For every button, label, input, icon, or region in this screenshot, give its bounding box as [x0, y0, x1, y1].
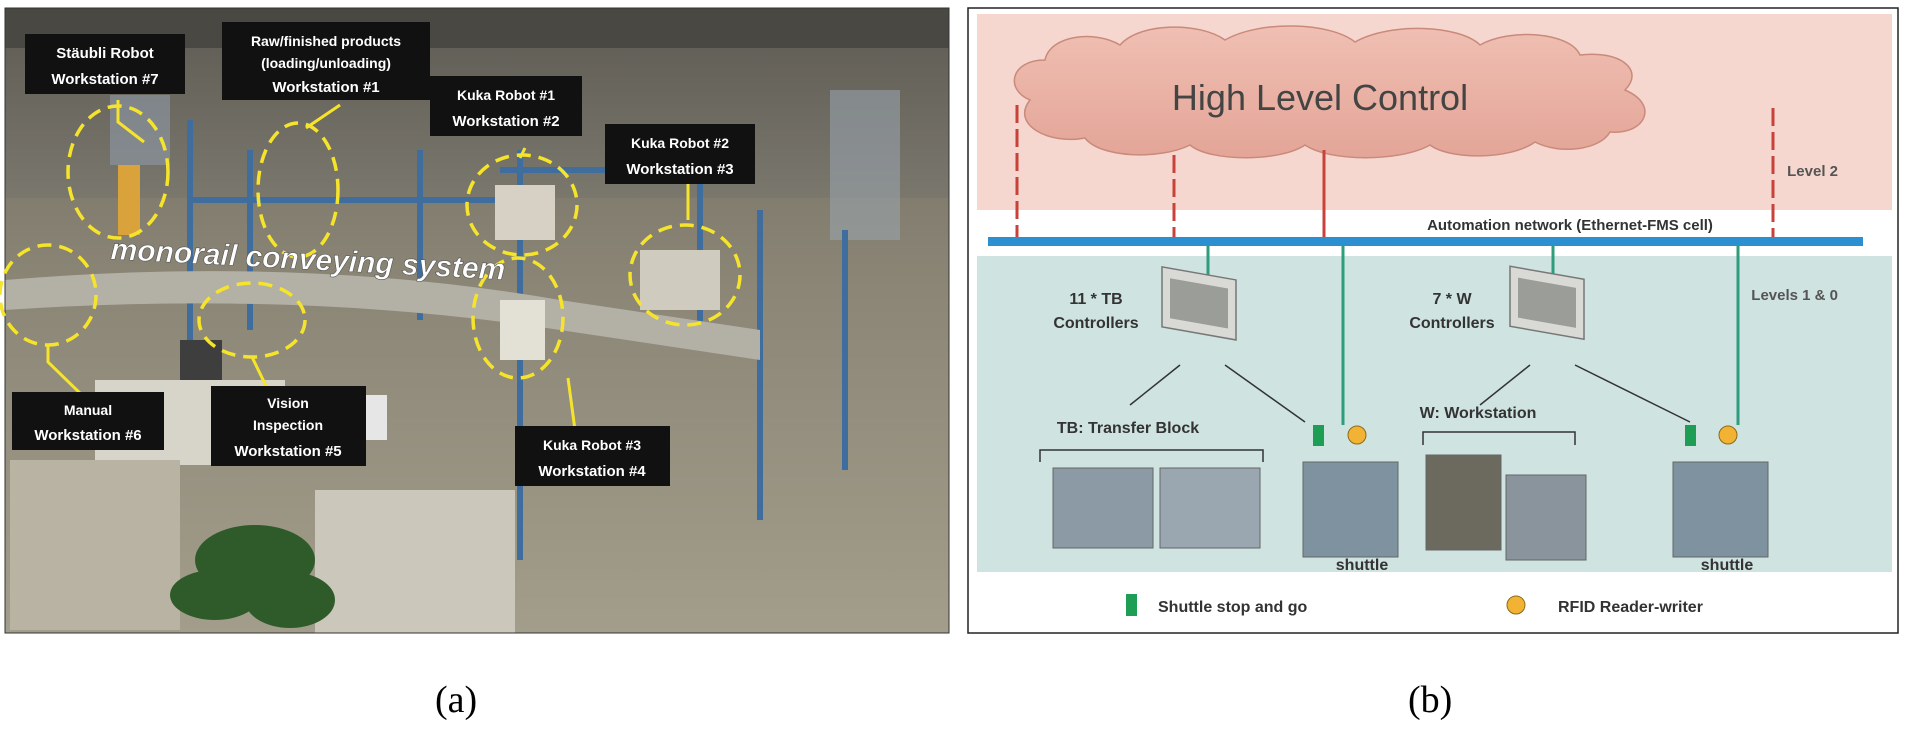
highlight-ws3 [628, 223, 742, 327]
label-raw-line3: Workstation #1 [272, 79, 379, 96]
label-kuka2-line1: Kuka Robot #2 [631, 135, 729, 151]
highlight-ws4 [471, 256, 565, 380]
controller-links [1129, 364, 1691, 423]
photo-table [10, 460, 180, 630]
automation-network-bar [988, 237, 1863, 246]
label-raw-line2: (loading/unloading) [261, 55, 391, 71]
label-kuka3-line1: Kuka Robot #3 [543, 437, 641, 453]
w-group-label: W: Workstation [1420, 405, 1537, 422]
high-level-drops [1015, 105, 1775, 240]
photo-robot [495, 185, 555, 240]
high-level-control-cloud [1013, 25, 1646, 159]
legend-stop-swatch [1126, 594, 1137, 616]
label-kuka2-line2: Workstation #3 [626, 161, 733, 178]
label-kuka1-line2: Workstation #2 [452, 113, 559, 130]
label-box-kuka2 [605, 124, 755, 184]
photo-window [830, 90, 900, 240]
shuttle-stop-marker [1313, 425, 1324, 446]
shuttle-label-right: shuttle [1701, 557, 1754, 574]
label-staubli-line1: Stäubli Robot [56, 45, 154, 62]
tb-controllers-line1: 11 * TB [1069, 291, 1122, 308]
photo-border [4, 7, 950, 634]
group-brackets [1039, 431, 1576, 462]
photo-table [315, 490, 515, 633]
label-vision-line2: Inspection [253, 417, 323, 433]
legend-stop-label: Shuttle stop and go [1158, 599, 1308, 616]
panel-b-diagram: High Level Control Level 2 Automation ne… [967, 7, 1899, 634]
workstation-image-1 [1425, 454, 1502, 551]
shuttle-image-right [1672, 461, 1769, 558]
panel-a-labels: Stäubli Robot Workstation #7 Raw/finishe… [12, 22, 755, 486]
level2-label: Level 2 [1787, 163, 1838, 180]
label-box-staubli [25, 34, 185, 94]
label-manual-line1: Manual [64, 402, 112, 418]
rfid-marker [1347, 425, 1367, 445]
network-label: Automation network (Ethernet-FMS cell) [1427, 217, 1713, 234]
tb-controllers-line2: Controllers [1053, 315, 1138, 332]
workstation-image-2 [1505, 474, 1587, 561]
tb-controller-device [1161, 266, 1237, 341]
photo-robot [500, 300, 545, 360]
cloud-title: High Level Control [1172, 77, 1468, 118]
label-vision-line1: Vision [267, 395, 309, 411]
label-box-raw [222, 22, 430, 100]
label-kuka3-line2: Workstation #4 [538, 463, 646, 480]
levels10-label: Levels 1 & 0 [1751, 287, 1838, 304]
photo-monitor [180, 340, 222, 380]
photo-monitor [365, 395, 387, 440]
tb-image-1 [1052, 467, 1154, 549]
shuttle-image-left [1302, 461, 1399, 558]
label-box-vision [211, 386, 366, 466]
label-box-kuka1 [430, 76, 582, 136]
label-leader-lines [46, 100, 690, 431]
legend-rfid-swatch [1506, 595, 1526, 615]
shuttle-label-left: shuttle [1336, 557, 1389, 574]
shuttle-stop-marker [1685, 425, 1696, 446]
tb-group-label: TB: Transfer Block [1057, 420, 1199, 437]
w-controller-device [1509, 265, 1585, 341]
highlight-ws1 [256, 121, 340, 259]
label-kuka1-line1: Kuka Robot #1 [457, 87, 555, 103]
photo-staubli-robot [118, 165, 140, 235]
label-box-manual [12, 392, 164, 450]
w-controllers-line1: 7 * W [1432, 291, 1472, 308]
legend-rfid-label: RFID Reader-writer [1558, 599, 1703, 616]
photo-conveyor [5, 271, 760, 360]
tb-image-2 [1159, 467, 1261, 549]
caption-b: (b) [1408, 679, 1453, 721]
rfid-marker [1718, 425, 1738, 445]
photo-robot [640, 250, 720, 310]
label-raw-line1: Raw/finished products [251, 33, 401, 49]
label-vision-line3: Workstation #5 [234, 443, 341, 460]
caption-a: (a) [435, 679, 478, 721]
label-staubli-line2: Workstation #7 [51, 71, 158, 88]
network-drops [1206, 246, 1740, 425]
photo-plant [170, 525, 335, 628]
label-manual-line2: Workstation #6 [34, 427, 141, 444]
label-box-kuka3 [515, 426, 670, 486]
w-controllers-line2: Controllers [1409, 315, 1494, 332]
